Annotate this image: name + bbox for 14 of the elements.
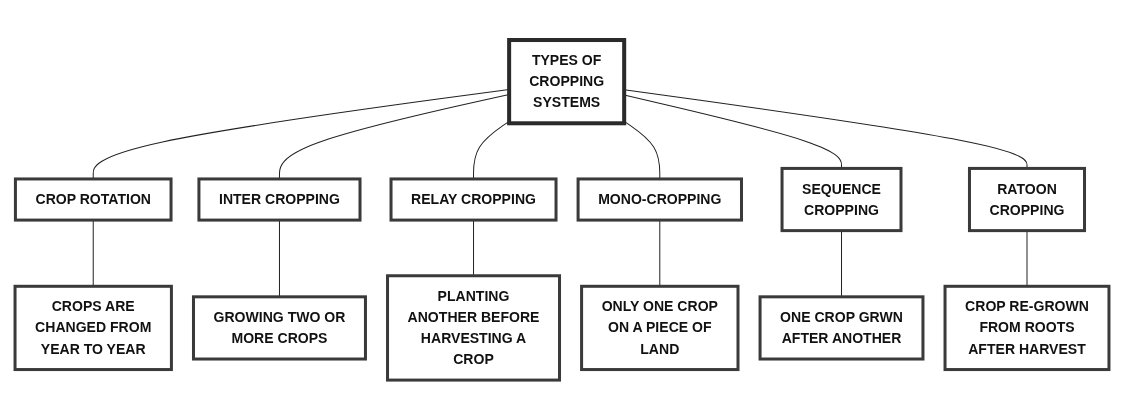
- node-box: GROWING TWO OR MORE CROPS: [191, 295, 367, 361]
- node-box: ONE CROP GRWN AFTER ANOTHER: [758, 295, 925, 361]
- node-box: CROPS ARE CHANGED FROM YEAR TO YEAR: [13, 284, 173, 371]
- node-box: SEQUENCE CROPPING: [780, 166, 903, 233]
- node-box: ONLY ONE CROP ON A PIECE OF LAND: [580, 284, 740, 371]
- connector: [1026, 230, 1028, 287]
- node-box: RELAY CROPPING: [389, 177, 558, 222]
- node-box: RATOON CROPPING: [967, 166, 1087, 233]
- node-box: INTER CROPPING: [197, 177, 362, 222]
- node-box: CROP RE-GROWN FROM ROOTS AFTER HARVEST: [943, 284, 1111, 371]
- node-box: CROP ROTATION: [13, 177, 173, 222]
- node-box: PLANTING ANOTHER BEFORE HARVESTING A CROP: [386, 274, 562, 382]
- node-box: TYPES OF CROPPING SYSTEMS: [507, 37, 627, 126]
- node-box: MONO-CROPPING: [576, 177, 743, 222]
